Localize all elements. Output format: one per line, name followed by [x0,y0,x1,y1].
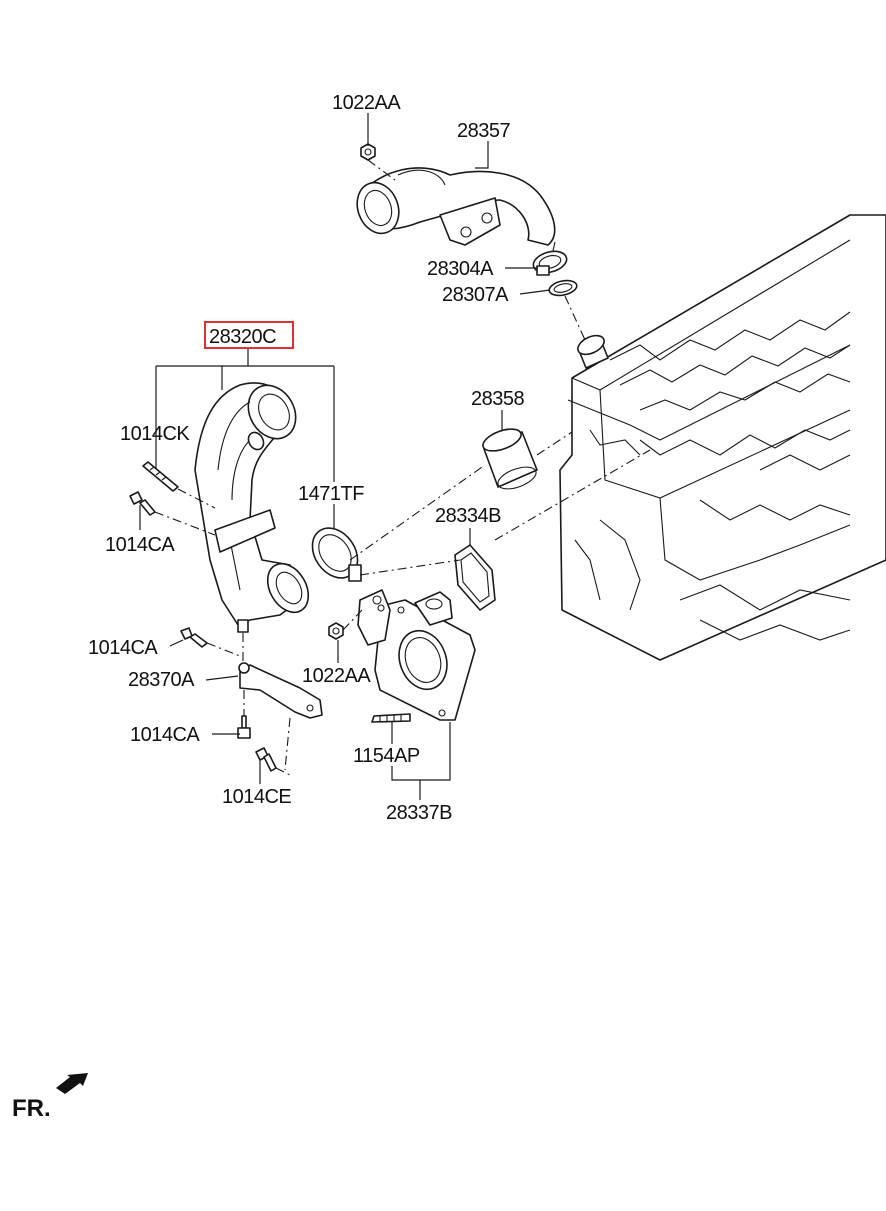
pipe-28320C [194,382,310,633]
front-direction-indicator: FR. [12,1073,88,1122]
bolt-1014CA-mid [180,627,208,648]
sleeve-28358 [482,428,538,490]
bolt-1014CA-left [129,491,156,516]
pipe-28357 [356,167,556,246]
label-28320C[interactable]: 28320C [209,326,277,348]
highlight-box [204,321,294,349]
clamp-1471TF [311,527,362,582]
label-1014CE[interactable]: 1014CE [222,786,292,808]
oring-28307A [548,279,578,297]
gasket-28334B [454,544,496,611]
label-28357[interactable]: 28357 [457,120,511,142]
label-1022AA-top[interactable]: 1022AA [332,92,402,114]
label-1154AP[interactable]: 1154AP [353,745,420,767]
label-1014CA-left[interactable]: 1014CA [105,534,176,556]
label-1014CA-low[interactable]: 1014CA [130,724,201,746]
front-arrow-icon [56,1073,88,1094]
nut-1022AA-bottom [328,622,344,640]
label-28370A[interactable]: 28370A [128,669,196,691]
label-28358[interactable]: 28358 [471,388,525,410]
label-28304A[interactable]: 28304A [427,258,495,280]
label-1014CK[interactable]: 1014CK [120,423,191,445]
label-28334B[interactable]: 28334B [435,505,502,527]
label-1471TF[interactable]: 1471TF [298,483,365,505]
leader-lines [139,113,551,800]
label-28337B[interactable]: 28337B [386,802,453,824]
center-lines [154,159,651,776]
bracket-28370A [238,662,323,719]
bolt-1014CE [255,747,277,772]
flange-28337B [357,589,476,721]
part-labels: 1022AA 28357 28304A 28307A 28320C 1014CK… [88,92,525,824]
stud-1154AP [371,713,411,723]
bolt-1014CK [142,461,179,492]
label-28307A[interactable]: 28307A [442,284,510,306]
label-1022AA-bottom[interactable]: 1022AA [302,665,372,687]
nut-1022AA-top [360,143,376,161]
engine-block [559,214,886,661]
clamp-28304A [532,250,568,276]
label-1014CA-mid[interactable]: 1014CA [88,637,159,659]
bolt-1014CA-low [237,715,251,739]
front-label: FR. [12,1095,51,1122]
